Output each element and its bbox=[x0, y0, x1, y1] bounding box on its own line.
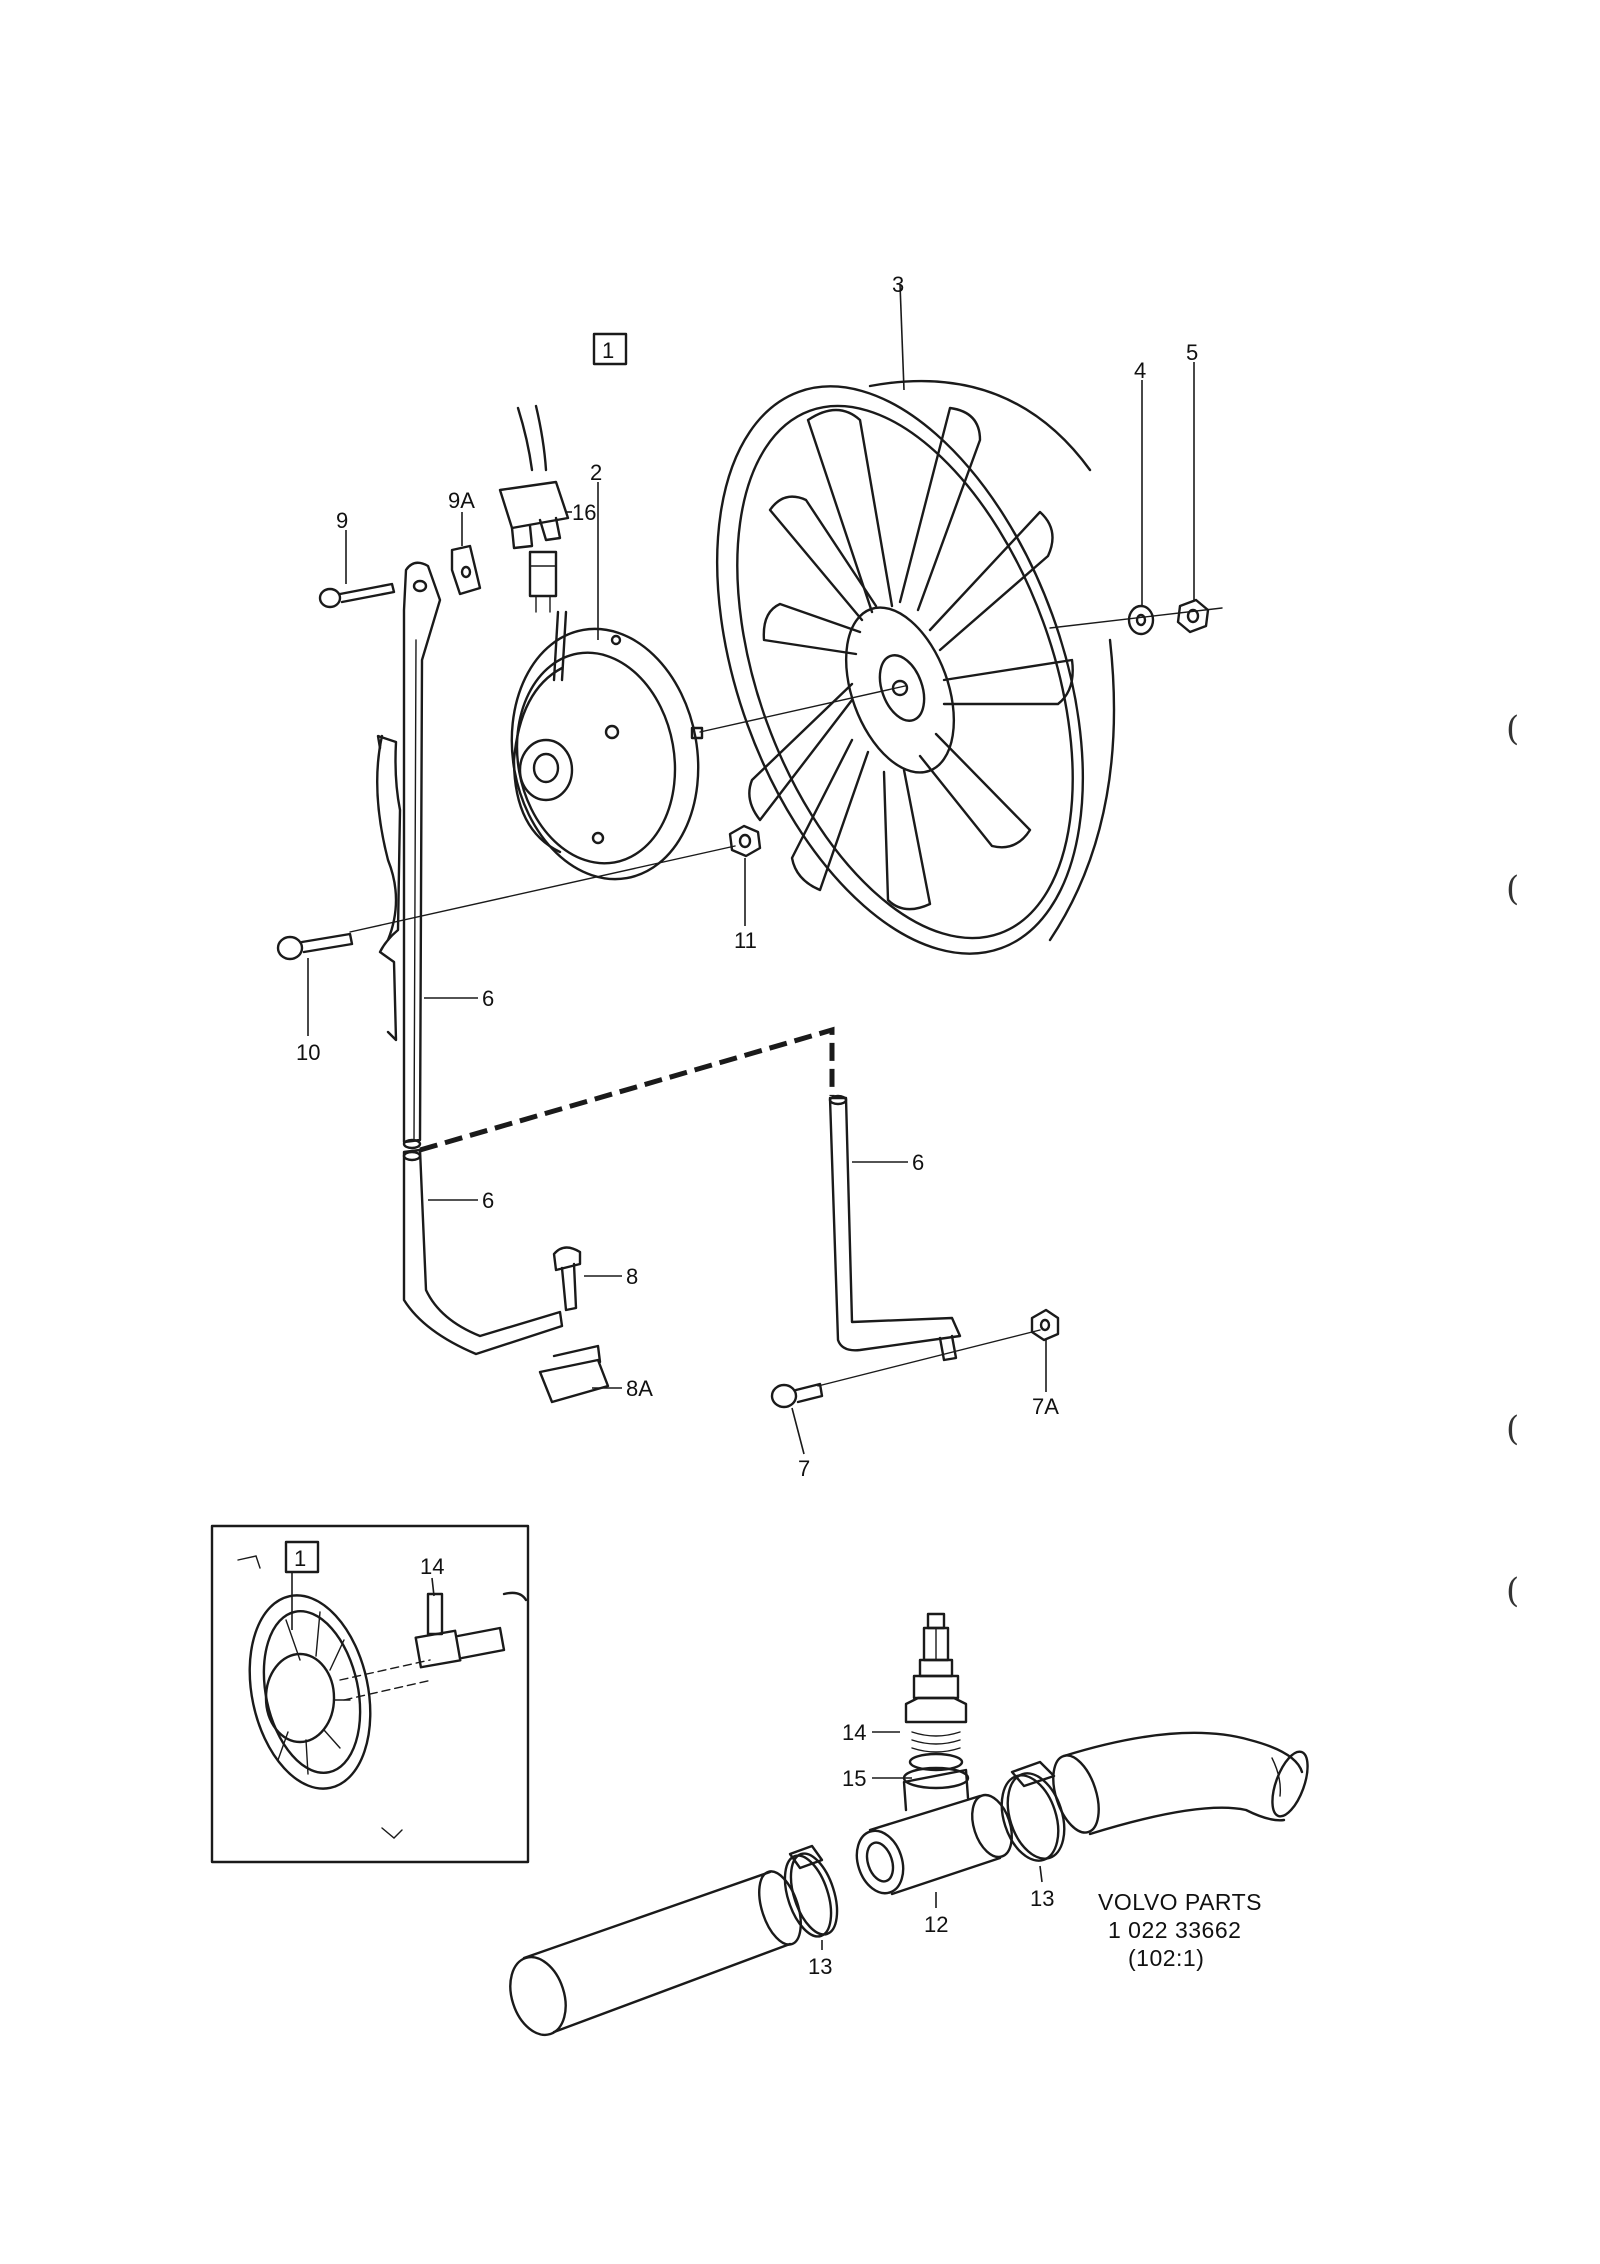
callout-15: 15 bbox=[842, 1766, 866, 1791]
clip-nut-lower bbox=[538, 1344, 610, 1404]
callout-8: 8 bbox=[626, 1264, 638, 1289]
hose-clamp-left bbox=[783, 1844, 839, 1938]
mounting-plate bbox=[376, 734, 402, 1042]
fan-bracket-upper bbox=[402, 561, 442, 1150]
bracket-bolt bbox=[770, 1382, 824, 1409]
reference-box-main bbox=[592, 332, 628, 366]
leader-lines bbox=[291, 283, 1195, 1950]
fan-bracket-lower-left bbox=[402, 1148, 564, 1356]
motor-nut bbox=[728, 824, 762, 858]
callout-labels: 1 3 4 5 2 16 9 9A 10 6 11 6 6 8 8A 7A 7 … bbox=[284, 272, 1198, 1979]
margin-marks: ( ( ( ( bbox=[1506, 709, 1519, 1611]
credit-line-2: 1 022 33662 bbox=[1108, 1917, 1241, 1943]
reference-box-inset bbox=[284, 1540, 320, 1574]
callout-14: 14 bbox=[842, 1720, 866, 1745]
callout-6-right: 6 bbox=[912, 1150, 924, 1175]
callout-2: 2 bbox=[590, 460, 602, 485]
callout-3: 3 bbox=[892, 272, 904, 297]
callout-13-left: 13 bbox=[808, 1954, 832, 1979]
callout-5: 5 bbox=[1186, 340, 1198, 365]
temperature-sensor bbox=[904, 1612, 968, 1772]
shaft-axis-line bbox=[699, 685, 906, 733]
callout-8a: 8A bbox=[626, 1376, 653, 1401]
callout-6-lower: 6 bbox=[482, 1188, 494, 1213]
fan-motor bbox=[510, 610, 704, 881]
fan-bracket-lower-right bbox=[828, 1094, 962, 1362]
callout-12: 12 bbox=[924, 1912, 948, 1937]
hose-clamp-right bbox=[1000, 1760, 1066, 1862]
location-inset bbox=[210, 1524, 530, 1864]
callout-7: 7 bbox=[798, 1456, 810, 1481]
bracket-bolt-axis bbox=[817, 1329, 1041, 1387]
parts-reference-block: VOLVO PARTS 1 022 33662 (102:1) bbox=[1098, 1889, 1262, 1971]
electrical-connector bbox=[498, 404, 570, 613]
callout-7a: 7A bbox=[1032, 1394, 1059, 1419]
callout-4: 4 bbox=[1134, 358, 1146, 383]
clip-nut bbox=[450, 544, 482, 596]
credit-line-3: (102:1) bbox=[1128, 1945, 1204, 1971]
fan-blade-wheel bbox=[715, 379, 1116, 955]
tee-fitting bbox=[855, 1766, 1013, 1896]
washer bbox=[1127, 604, 1155, 636]
bolt bbox=[276, 932, 354, 961]
callout-1-inset: 1 bbox=[294, 1546, 306, 1571]
bracket-continuation-line bbox=[419, 1026, 835, 1153]
callout-13-right: 13 bbox=[1030, 1886, 1054, 1911]
callout-10: 10 bbox=[296, 1040, 320, 1065]
callout-16: 16 bbox=[572, 500, 596, 525]
bracket-nut bbox=[1030, 1308, 1060, 1342]
callout-14-inset: 14 bbox=[420, 1554, 444, 1579]
screw bbox=[318, 582, 396, 609]
screw-lower bbox=[552, 1246, 582, 1312]
margin-mark-3: ( bbox=[1506, 1409, 1519, 1449]
margin-mark-1: ( bbox=[1506, 709, 1519, 749]
callout-11: 11 bbox=[734, 928, 757, 953]
mounting-axis-line bbox=[349, 845, 736, 933]
radiator-hose-right bbox=[1052, 1731, 1309, 1836]
radiator-hose-left bbox=[509, 1870, 802, 2037]
callout-9: 9 bbox=[336, 508, 348, 533]
callout-9a: 9A bbox=[448, 488, 475, 513]
margin-mark-4: ( bbox=[1506, 1571, 1519, 1611]
margin-mark-2: ( bbox=[1506, 869, 1519, 909]
credit-line-1: VOLVO PARTS bbox=[1098, 1889, 1262, 1915]
callout-6-upper: 6 bbox=[482, 986, 494, 1011]
shaft-axis-line-ext bbox=[1049, 607, 1223, 629]
callout-1-main: 1 bbox=[602, 338, 614, 363]
nut bbox=[1176, 598, 1210, 634]
